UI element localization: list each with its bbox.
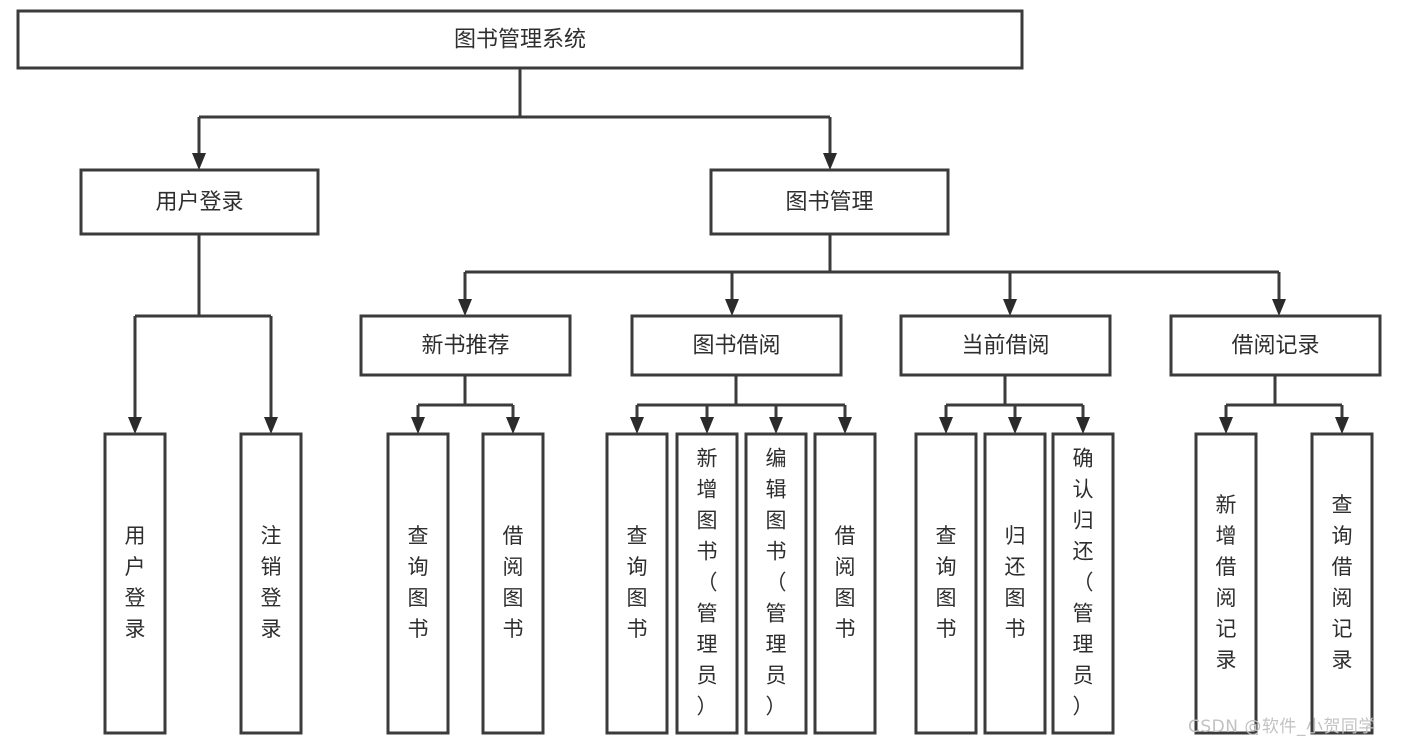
- node-leaf-add-book[interactable]: 新增图书（管理员）: [675, 432, 739, 735]
- node-box-leaf-user-login[interactable]: [103, 432, 167, 735]
- node-label-book-borrow: 图书借阅: [692, 334, 780, 359]
- node-leaf-query-book-3[interactable]: 查询图书: [914, 432, 978, 735]
- node-label-leaf-return-book: 归还图书: [1005, 524, 1026, 641]
- node-box-leaf-user-logout[interactable]: [239, 432, 303, 735]
- node-box-leaf-query-record[interactable]: [1310, 432, 1374, 735]
- arrow-head-icon: [1008, 417, 1022, 434]
- node-leaf-query-book-2[interactable]: 查询图书: [605, 432, 669, 735]
- node-label-leaf-query-book-1: 查询图书: [408, 524, 429, 641]
- arrow-head-icon: [264, 417, 278, 434]
- node-label-leaf-edit-book: 编辑图书（管理员）: [766, 447, 787, 719]
- node-leaf-add-record[interactable]: 新增借阅记录: [1194, 432, 1258, 735]
- node-leaf-confirm-return[interactable]: 确认归还（管理员）: [1051, 432, 1115, 735]
- arrow-head-icon: [1003, 299, 1017, 316]
- node-label-leaf-add-book: 新增图书（管理员）: [697, 447, 718, 719]
- connector-root-to-level2: [192, 68, 837, 170]
- node-label-borrow-record: 借阅记录: [1231, 334, 1319, 359]
- node-box-leaf-edit-book[interactable]: [744, 432, 808, 735]
- node-label-leaf-borrow-book-2: 借阅图书: [835, 524, 856, 641]
- node-leaf-borrow-book-1[interactable]: 借阅图书: [481, 432, 545, 735]
- arrow-head-icon: [458, 299, 472, 316]
- arrow-head-icon: [506, 417, 520, 434]
- node-leaf-user-logout[interactable]: 注销登录: [239, 432, 303, 735]
- arrow-head-icon: [1076, 417, 1090, 434]
- node-root[interactable]: 图书管理系统: [16, 9, 1024, 70]
- node-label-book-manage: 图书管理: [785, 190, 873, 215]
- node-book-manage[interactable]: 图书管理: [709, 168, 950, 236]
- node-label-leaf-user-logout: 注销登录: [261, 524, 282, 641]
- arrow-head-icon: [769, 417, 783, 434]
- arrow-head-icon: [838, 417, 852, 434]
- arrow-head-icon: [630, 417, 644, 434]
- node-box-book-borrow[interactable]: [630, 314, 843, 377]
- node-box-leaf-add-record[interactable]: [1194, 432, 1258, 735]
- connector-level3-borrow-to-leaves: [630, 375, 852, 434]
- node-label-leaf-query-book-3: 查询图书: [936, 524, 957, 641]
- node-borrow-record[interactable]: 借阅记录: [1169, 314, 1382, 377]
- arrow-head-icon: [1335, 417, 1349, 434]
- connector-level3-current-to-leaves: [939, 375, 1090, 434]
- node-book-borrow[interactable]: 图书借阅: [630, 314, 843, 377]
- arrow-head-icon: [192, 153, 206, 170]
- node-box-leaf-return-book[interactable]: [983, 432, 1047, 735]
- node-box-user-login[interactable]: [79, 168, 320, 236]
- node-new-book-recommend[interactable]: 新书推荐: [359, 314, 572, 377]
- node-label-leaf-add-record: 新增借阅记录: [1216, 493, 1237, 672]
- node-label-root: 图书管理系统: [454, 28, 586, 53]
- connector-level2-bookmanage-to-level3: [458, 234, 1286, 316]
- node-box-leaf-borrow-book-2[interactable]: [813, 432, 877, 735]
- connectors-layer: [128, 68, 1349, 434]
- node-leaf-user-login[interactable]: 用户登录: [103, 432, 167, 735]
- arrow-head-icon: [725, 299, 739, 316]
- arrow-head-icon: [411, 417, 425, 434]
- arrow-head-icon: [1272, 299, 1286, 316]
- arrow-head-icon: [700, 417, 714, 434]
- node-box-new-book-recommend[interactable]: [359, 314, 572, 377]
- node-leaf-borrow-book-2[interactable]: 借阅图书: [813, 432, 877, 735]
- node-label-user-login: 用户登录: [155, 190, 243, 215]
- node-box-leaf-borrow-book-1[interactable]: [481, 432, 545, 735]
- node-label-leaf-user-login: 用户登录: [125, 524, 146, 641]
- node-box-leaf-query-book-3[interactable]: [914, 432, 978, 735]
- connector-level2-userlogin-to-leaves: [128, 234, 278, 434]
- node-leaf-edit-book[interactable]: 编辑图书（管理员）: [744, 432, 808, 735]
- node-box-leaf-query-book-1[interactable]: [386, 432, 450, 735]
- node-label-new-book-recommend: 新书推荐: [421, 334, 509, 359]
- node-box-book-manage[interactable]: [709, 168, 950, 236]
- node-label-leaf-borrow-book-1: 借阅图书: [503, 524, 524, 641]
- node-box-borrow-record[interactable]: [1169, 314, 1382, 377]
- node-leaf-query-record[interactable]: 查询借阅记录: [1310, 432, 1374, 735]
- node-box-leaf-query-book-2[interactable]: [605, 432, 669, 735]
- node-leaf-return-book[interactable]: 归还图书: [983, 432, 1047, 735]
- node-leaf-query-book-1[interactable]: 查询图书: [386, 432, 450, 735]
- arrow-head-icon: [1219, 417, 1233, 434]
- node-current-borrow[interactable]: 当前借阅: [899, 314, 1112, 377]
- arrow-head-icon: [823, 153, 837, 170]
- node-box-current-borrow[interactable]: [899, 314, 1112, 377]
- node-label-leaf-confirm-return: 确认归还（管理员）: [1073, 447, 1094, 719]
- node-box-leaf-confirm-return[interactable]: [1051, 432, 1115, 735]
- csdn-watermark: CSDN @软件_小贺同学: [1188, 717, 1376, 737]
- arrow-head-icon: [939, 417, 953, 434]
- connector-level3-record-to-leaves: [1219, 375, 1349, 434]
- node-label-leaf-query-record: 查询借阅记录: [1332, 493, 1353, 672]
- node-label-current-borrow: 当前借阅: [961, 334, 1049, 359]
- node-user-login[interactable]: 用户登录: [79, 168, 320, 236]
- nodes-layer: 图书管理系统用户登录图书管理新书推荐图书借阅当前借阅借阅记录用户登录注销登录查询…: [16, 9, 1382, 735]
- node-box-leaf-add-book[interactable]: [675, 432, 739, 735]
- connector-level3-newbook-to-leaves: [411, 375, 520, 434]
- arrow-head-icon: [128, 417, 142, 434]
- node-label-leaf-query-book-2: 查询图书: [627, 524, 648, 641]
- node-box-root[interactable]: [16, 9, 1024, 70]
